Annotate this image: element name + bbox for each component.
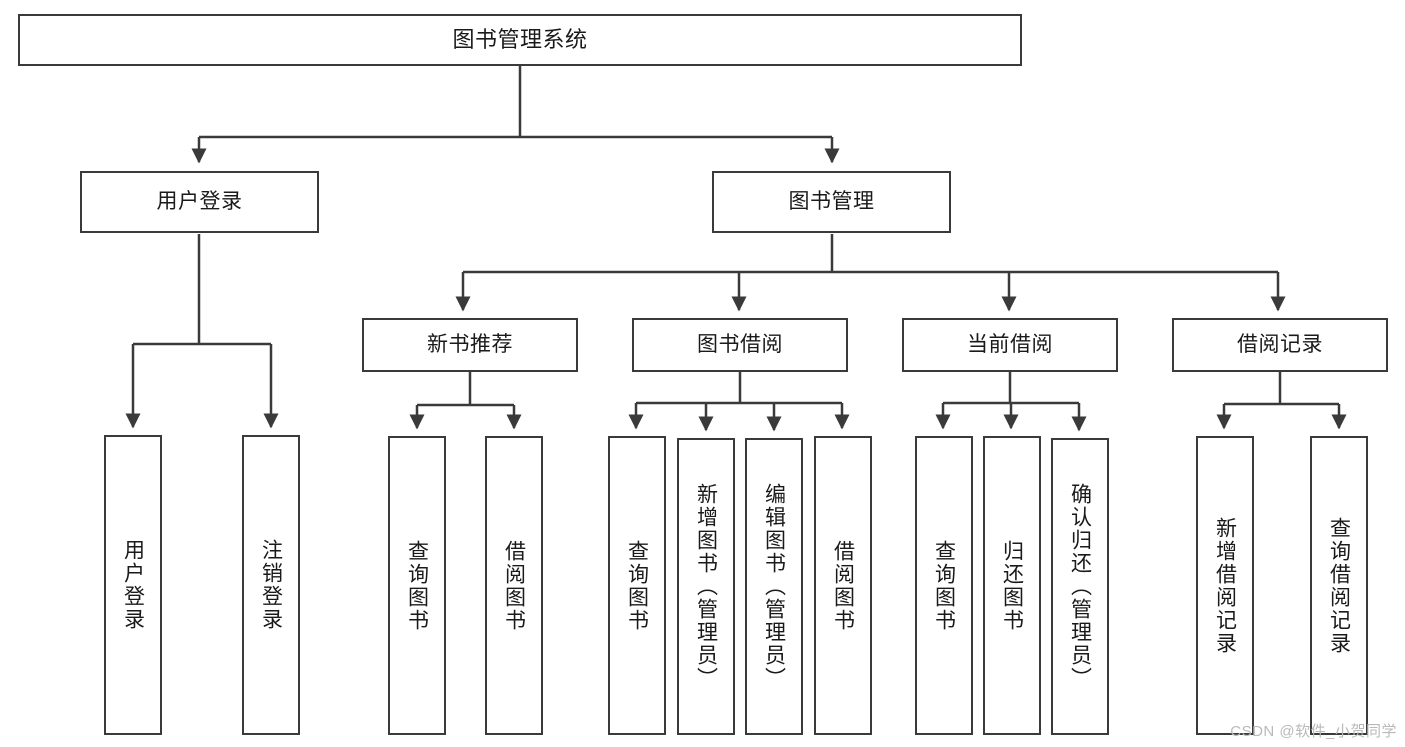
node-book-manage[interactable]: 图书管理 (712, 171, 951, 233)
node-leaf-query-book-2[interactable]: 查询图书 (608, 436, 666, 735)
node-label: 图书管理 (788, 189, 875, 213)
node-user-login[interactable]: 用户登录 (80, 171, 319, 233)
node-leaf-add-borrow-record[interactable]: 新增借阅记录 (1196, 436, 1254, 735)
node-book-borrow[interactable]: 图书借阅 (632, 318, 848, 372)
node-label: 借阅记录 (1237, 332, 1323, 356)
node-label: 图书管理系统 (452, 27, 588, 53)
node-root-system[interactable]: 图书管理系统 (18, 14, 1022, 66)
node-label: 查询图书 (405, 539, 429, 632)
node-leaf-logout-login[interactable]: 注销登录 (242, 435, 300, 735)
node-label: 用户登录 (121, 539, 145, 631)
node-leaf-confirm-return-admin[interactable]: 确认归还（管理员） (1051, 438, 1109, 735)
node-new-book-recommend[interactable]: 新书推荐 (362, 318, 578, 372)
node-current-borrow[interactable]: 当前借阅 (902, 318, 1118, 372)
node-leaf-borrow-book-1[interactable]: 借阅图书 (485, 436, 543, 735)
node-label: 用户登录 (156, 189, 243, 213)
watermark-text: CSDN @软件_小贺同学 (1230, 723, 1397, 740)
node-label: 查询借阅记录 (1327, 516, 1351, 655)
node-borrow-record[interactable]: 借阅记录 (1172, 318, 1388, 372)
node-label: 注销登录 (259, 539, 283, 631)
node-label: 借阅图书 (502, 539, 526, 632)
node-label: 当前借阅 (967, 332, 1053, 356)
node-label: 新书推荐 (427, 332, 513, 356)
node-leaf-edit-book-admin[interactable]: 编辑图书（管理员） (745, 438, 803, 735)
node-leaf-query-borrow-record[interactable]: 查询借阅记录 (1310, 436, 1368, 735)
node-leaf-add-book-admin[interactable]: 新增图书（管理员） (677, 438, 735, 735)
node-leaf-query-book-1[interactable]: 查询图书 (388, 436, 446, 735)
node-label: 归还图书 (1000, 539, 1024, 632)
node-label: 查询图书 (932, 539, 956, 632)
node-label: 新增借阅记录 (1213, 516, 1237, 655)
node-label: 图书借阅 (697, 332, 783, 356)
node-label: 确认归还（管理员） (1068, 483, 1092, 690)
node-label: 查询图书 (625, 539, 649, 632)
node-label: 编辑图书（管理员） (762, 483, 786, 690)
node-leaf-return-book[interactable]: 归还图书 (983, 436, 1041, 735)
node-leaf-user-login[interactable]: 用户登录 (104, 435, 162, 735)
node-leaf-query-book-3[interactable]: 查询图书 (915, 436, 973, 735)
node-label: 借阅图书 (831, 539, 855, 632)
node-label: 新增图书（管理员） (694, 483, 718, 690)
node-leaf-borrow-book-2[interactable]: 借阅图书 (814, 436, 872, 735)
